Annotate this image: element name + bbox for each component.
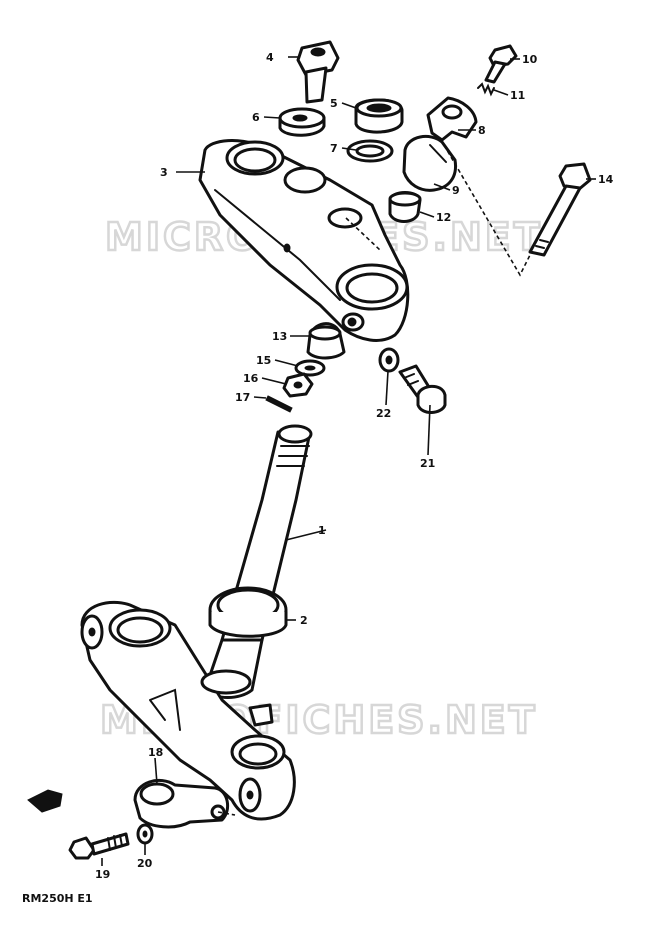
nut-16	[282, 372, 314, 398]
callout-12: 12	[436, 211, 451, 224]
callout-4: 4	[266, 51, 274, 64]
washer-15	[294, 359, 326, 377]
washer-20	[136, 823, 154, 845]
callout-1: 1	[318, 524, 326, 537]
callout-6: 6	[252, 111, 260, 124]
lower-bracket	[80, 600, 296, 821]
bearing	[208, 586, 288, 638]
callout-18: 18	[148, 746, 163, 759]
callout-7: 7	[330, 142, 338, 155]
callout-5: 5	[330, 97, 338, 110]
cotter-pin-17	[265, 395, 293, 413]
callout-2: 2	[300, 614, 308, 627]
callout-13: 13	[272, 330, 287, 343]
clamp-9	[402, 134, 458, 192]
nut-5	[354, 98, 404, 134]
callout-14: 14	[598, 173, 614, 186]
callout-3: 3	[160, 166, 168, 179]
leader-lines	[101, 56, 596, 866]
callout-labels: 4 5 6 3 7 8 9 10 11 12 13 14 15 16 17 1 …	[95, 51, 614, 881]
bolt-4	[296, 40, 340, 104]
callout-19: 19	[95, 868, 110, 881]
bolt-14	[528, 162, 592, 257]
bolt-19	[68, 832, 130, 860]
washer-6	[278, 107, 326, 137]
callout-15: 15	[256, 354, 271, 367]
callout-17: 17	[235, 391, 250, 404]
bushing-12	[388, 191, 422, 223]
steering-stem	[203, 424, 313, 699]
clamp-8	[426, 96, 478, 142]
bolt-10	[484, 44, 518, 84]
upper-bracket	[198, 139, 410, 342]
callout-11: 11	[510, 89, 525, 102]
bushing-13	[306, 322, 346, 360]
washer-7	[346, 139, 394, 163]
callout-9: 9	[452, 184, 460, 197]
callout-16: 16	[243, 372, 259, 385]
spring-11	[477, 82, 495, 97]
diagram-code: RM250H E1	[22, 892, 93, 905]
callout-10: 10	[522, 53, 538, 66]
callout-8: 8	[478, 124, 486, 137]
front-direction-arrow	[27, 789, 63, 813]
cable-guide	[133, 779, 230, 829]
callout-22: 22	[376, 407, 391, 420]
washer-22	[378, 347, 400, 373]
bolt-21	[398, 364, 447, 414]
callout-20: 20	[137, 857, 153, 870]
callout-21: 21	[420, 457, 435, 470]
